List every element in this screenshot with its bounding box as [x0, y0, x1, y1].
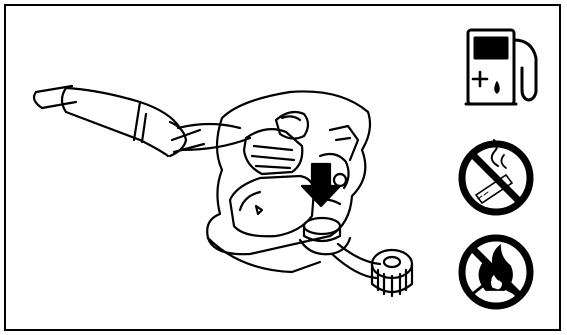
no-open-flame-icon: [462, 238, 530, 306]
cylinder-head: [244, 112, 308, 174]
handle-grip: [62, 88, 204, 156]
throttle-cable: [178, 124, 250, 150]
fuel-pump-icon: [466, 30, 536, 104]
fill-arrow: [302, 164, 340, 206]
fuel-cap: [372, 250, 412, 296]
no-smoking-icon: [462, 140, 530, 212]
